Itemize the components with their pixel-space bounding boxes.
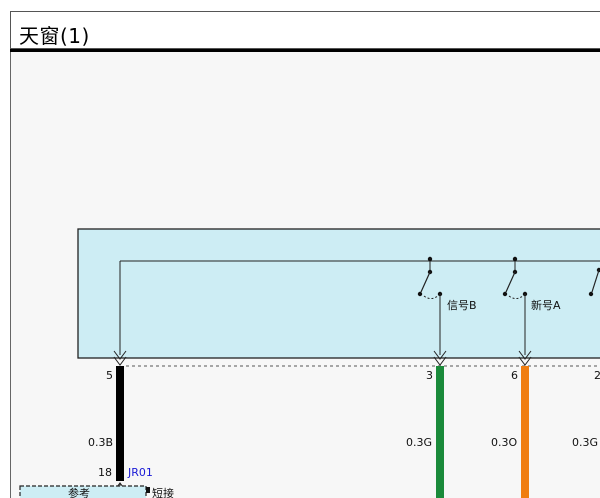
wire-black xyxy=(116,366,124,481)
title-bar: 天窗(1) xyxy=(10,11,600,49)
pin-2-label: 2 xyxy=(594,369,600,382)
wire-5-spec: 0.3B xyxy=(88,436,113,449)
pin-3-label: 3 xyxy=(426,369,433,382)
wire-2-spec: 0.3G xyxy=(572,436,598,449)
diagram-title: 天窗(1) xyxy=(19,24,90,48)
switch-a: 新号A xyxy=(502,256,561,355)
switch-b-label: 信号B xyxy=(447,299,477,312)
switch-b: 信号B xyxy=(417,256,477,355)
pin-arrows xyxy=(113,350,532,366)
wire-6-spec: 0.3O xyxy=(491,436,517,449)
connector-id-label: JR01 xyxy=(127,466,153,479)
wire-orange xyxy=(521,366,529,498)
switch-a-label: 新号A xyxy=(531,298,561,312)
connector-pin-label: 18 xyxy=(98,466,112,479)
title-underline xyxy=(10,49,600,52)
pin-5-label: 5 xyxy=(106,369,113,382)
reference-label: 参考 xyxy=(68,486,90,498)
wire-green xyxy=(436,366,444,498)
reference-box xyxy=(19,485,147,498)
switch-partial xyxy=(588,267,600,297)
pin-6-label: 6 xyxy=(511,369,518,382)
wire-3-spec: 0.3G xyxy=(406,436,432,449)
module-box xyxy=(77,228,600,359)
short-label: 短接 xyxy=(152,486,174,498)
